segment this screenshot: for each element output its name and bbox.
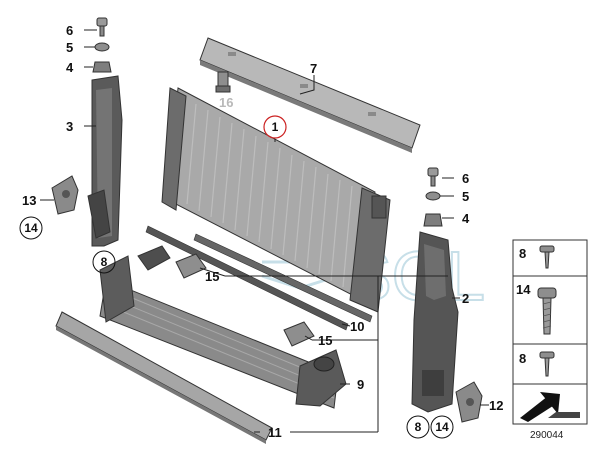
left-bracket [87, 75, 123, 247]
callout-2: 2 [462, 291, 469, 306]
tool-arrow-icon [520, 392, 580, 422]
screw-icon [539, 245, 555, 269]
radiator [161, 87, 391, 313]
callout-11: 11 [268, 425, 282, 440]
callout-10: 10 [350, 319, 364, 334]
legend-label: 14 [516, 282, 531, 297]
legend-row-8-bottom: 8 [519, 351, 555, 377]
right-bracket [411, 231, 459, 413]
callout-14-right: 14 [435, 420, 449, 434]
callout-7: 7 [310, 61, 317, 76]
upper-cover [199, 37, 421, 153]
callout-8-left-circled: 8 [92, 250, 116, 274]
bolt-icon [537, 287, 557, 335]
seal-strips [145, 225, 373, 331]
left-fastener-set [92, 17, 112, 73]
legend-row-14: 14 [516, 282, 557, 335]
callout-8-right-circled: 8 [406, 415, 430, 439]
callout-12: 12 [489, 398, 503, 413]
callout-1: 1 [272, 120, 279, 134]
legend-row-8-top: 8 [519, 245, 555, 269]
callout-14-right-circled: 14 [430, 415, 454, 439]
mount-bracket-upper [175, 253, 207, 279]
legend-label: 8 [519, 246, 526, 261]
callout-3: 3 [66, 119, 73, 134]
lower-strip [55, 311, 273, 444]
right-fastener-set [423, 167, 443, 227]
intercooler [99, 245, 347, 409]
callout-1-circled: 1 [263, 115, 287, 139]
callout-9: 9 [357, 377, 364, 392]
callout-6-right: 6 [462, 171, 469, 186]
screw-icon [539, 351, 555, 377]
leader-lines [40, 29, 489, 433]
diagram-number: 290044 [530, 430, 564, 441]
callout-15-lower: 15 [318, 333, 332, 348]
callout-8-right: 8 [415, 420, 422, 434]
callout-6-left: 6 [66, 23, 73, 38]
left-clip [51, 175, 79, 215]
circled-callouts: 1 14 8 8 14 [19, 115, 454, 439]
callout-14-left-circled: 14 [19, 216, 43, 240]
legend-label: 8 [519, 351, 526, 366]
callout-13: 13 [22, 193, 36, 208]
callout-14-left: 14 [24, 221, 38, 235]
callout-15-upper: 15 [205, 269, 219, 284]
right-clip [455, 381, 483, 423]
callouts: 6 5 4 3 13 7 16 6 5 4 2 15 15 10 9 11 12 [22, 23, 503, 440]
mount-bracket-lower [283, 321, 315, 347]
callout-4-left: 4 [66, 60, 74, 75]
callout-16: 16 [219, 95, 233, 110]
callout-4-right: 4 [462, 211, 470, 226]
callout-5-left: 5 [66, 40, 73, 55]
callout-8-left: 8 [101, 255, 108, 269]
callout-5-right: 5 [462, 189, 469, 204]
parts-legend: 8 14 8 [512, 239, 588, 425]
temperature-sensor [215, 71, 231, 93]
